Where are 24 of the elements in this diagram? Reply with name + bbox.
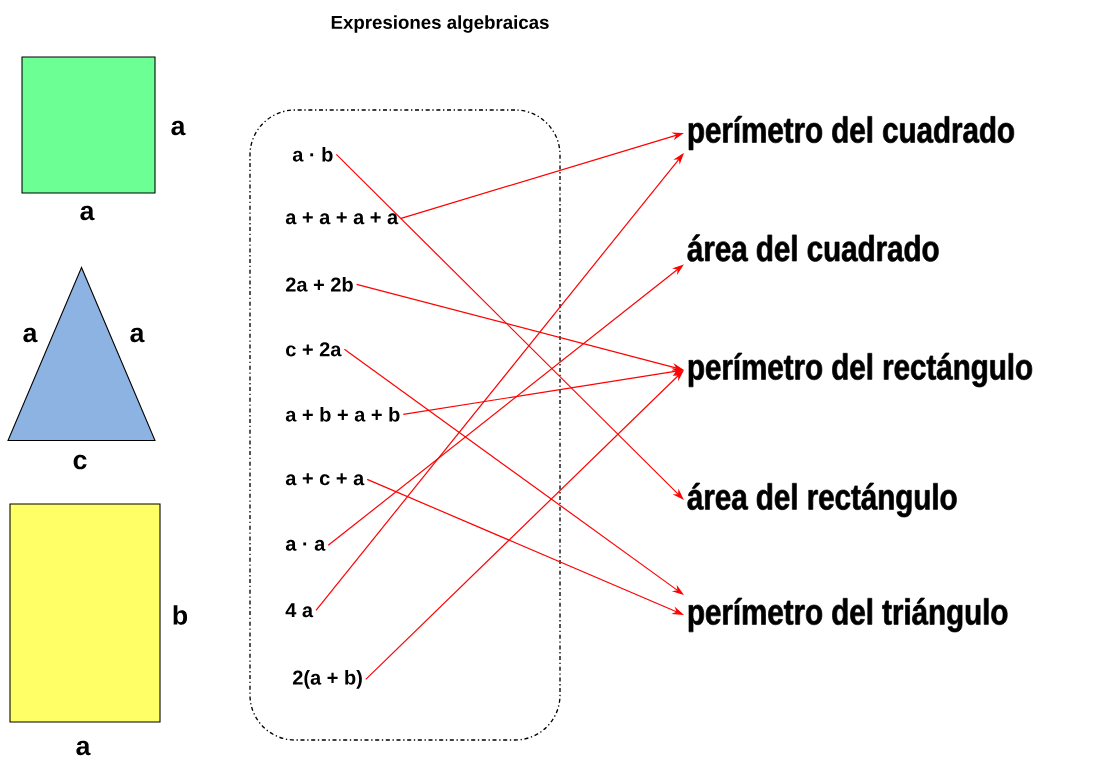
side-label: a [171, 120, 186, 136]
arrow [327, 264, 684, 546]
side-label: a [23, 327, 38, 343]
triangle-shape [7, 266, 156, 441]
expression-text: a · b [292, 147, 333, 162]
arrow [335, 153, 684, 500]
group-box [249, 109, 561, 741]
rectangle-shape [9, 503, 161, 723]
expression-text: 2a + 2b [285, 277, 353, 292]
side-label: a [76, 740, 91, 756]
expression-text: c + 2a [286, 342, 342, 357]
square-shape [21, 56, 156, 194]
side-label: b [173, 605, 188, 625]
side-label: a [80, 205, 95, 221]
arrow [365, 370, 684, 680]
side-label: a [130, 327, 145, 343]
expression-text: a + c + a [285, 473, 365, 486]
expression-text: a · a [285, 539, 326, 551]
expression-text: 2(a + b) [292, 670, 362, 689]
title: Expresiones algebraicas [331, 15, 549, 33]
expression-text: a + a + a + a [285, 212, 399, 225]
expression-text: 4 a [285, 603, 314, 618]
expression-text: a + b + a + b [285, 407, 400, 422]
side-label: c [73, 454, 87, 470]
